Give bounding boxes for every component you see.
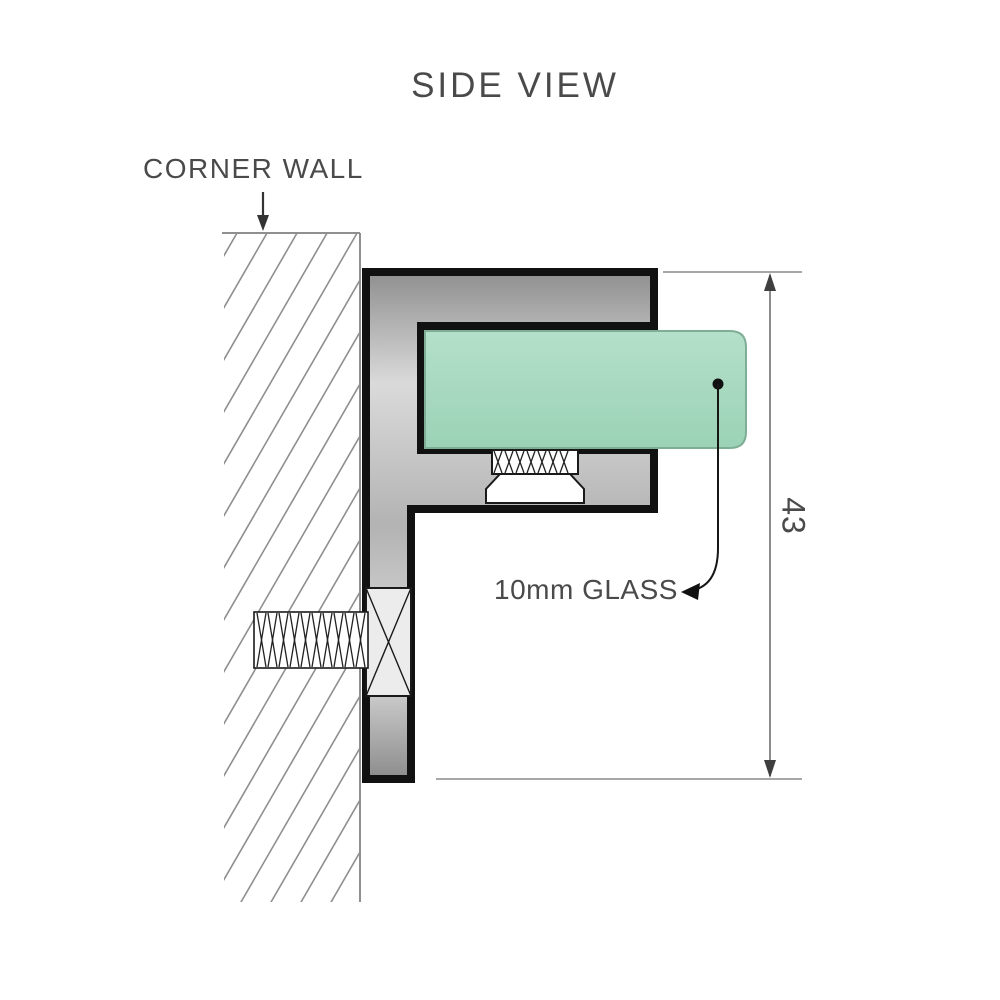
bracket-profile	[362, 268, 658, 783]
dimension-43	[436, 271, 802, 780]
screw-head	[365, 587, 412, 697]
dim-arrow-up-icon	[764, 273, 776, 291]
drawing-title: SIDE VIEW	[411, 66, 619, 105]
fixing-screw	[253, 587, 412, 697]
corner-wall-label: CORNER WALL	[143, 153, 364, 184]
glass-callout-leader	[681, 378, 724, 600]
glass-thickness-label: 10mm GLASS	[494, 574, 678, 605]
clamping-grub-screw	[485, 449, 585, 504]
callout-arrowhead-icon	[681, 583, 700, 600]
corner-wall-arrow-icon	[257, 192, 269, 231]
glass-panel	[424, 330, 747, 449]
screw-shaft	[253, 611, 369, 669]
dimension-value-label: 43	[775, 497, 812, 535]
dim-arrow-down-icon	[764, 760, 776, 778]
